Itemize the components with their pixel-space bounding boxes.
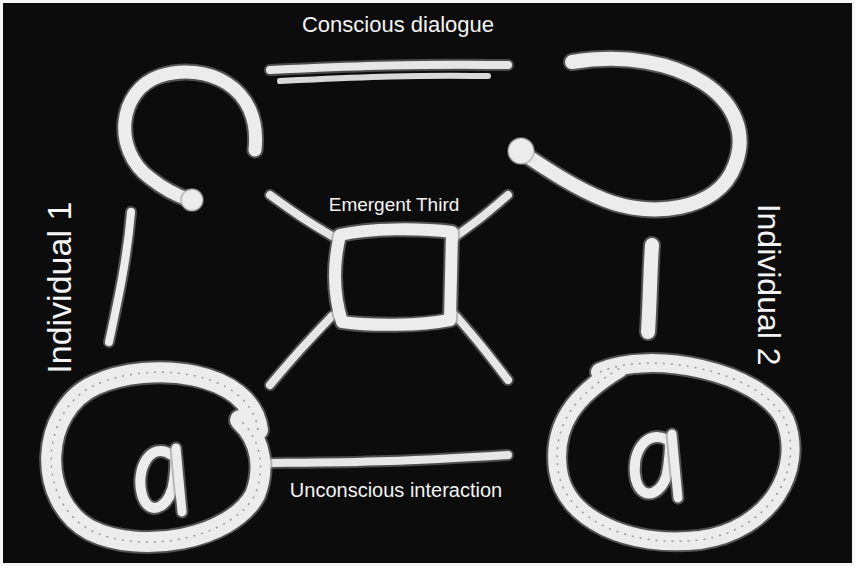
connector-line bbox=[270, 65, 508, 70]
chalkboard bbox=[3, 3, 852, 563]
connector-line bbox=[270, 455, 508, 463]
brush-shadow bbox=[456, 195, 508, 236]
brush-stroke bbox=[140, 451, 175, 508]
brush-connector bbox=[270, 455, 508, 463]
brush-shadow bbox=[125, 72, 256, 200]
brush-stroke bbox=[557, 363, 791, 541]
connector-line bbox=[456, 316, 508, 380]
brush-connector bbox=[456, 195, 508, 236]
brush-shadow bbox=[456, 316, 508, 380]
brush-shadow bbox=[270, 316, 332, 385]
node-label: Emergent Third bbox=[329, 195, 460, 216]
brush-shadow bbox=[270, 195, 332, 236]
connector-line bbox=[270, 316, 332, 385]
brush-shadow bbox=[648, 245, 652, 332]
brush-shadow bbox=[635, 437, 670, 493]
brush-shadow bbox=[335, 229, 452, 324]
brush-shadow bbox=[51, 372, 260, 542]
brush-shadow bbox=[270, 455, 508, 463]
connector-line bbox=[456, 195, 508, 236]
brush-connector bbox=[456, 316, 508, 380]
individual-figure: Individual 1 bbox=[40, 45, 270, 545]
connector-line bbox=[270, 195, 332, 236]
brush-connector bbox=[270, 316, 332, 385]
brush-shadow bbox=[176, 448, 182, 512]
emergent-third-square: Emergent Third bbox=[332, 224, 456, 328]
individual-figure: Individual 2 bbox=[508, 45, 800, 548]
brush-shadow bbox=[140, 451, 175, 508]
node-label: Individual 1 bbox=[41, 202, 78, 374]
brush-shadow bbox=[524, 59, 740, 209]
brush-shadow bbox=[557, 363, 791, 541]
brush-dot bbox=[508, 138, 534, 164]
brush-dot bbox=[181, 189, 203, 211]
connector-label: Unconscious interaction bbox=[290, 479, 502, 501]
brush-stroke bbox=[672, 434, 678, 498]
brush-stroke bbox=[635, 437, 670, 493]
brush-connector bbox=[270, 65, 508, 81]
brush-stroke bbox=[125, 72, 256, 200]
brush-stroke bbox=[176, 448, 182, 512]
connector-second-stroke bbox=[280, 76, 488, 81]
node-label: Individual 2 bbox=[750, 204, 785, 366]
brush-stroke bbox=[648, 245, 652, 332]
brush-outline bbox=[332, 224, 456, 328]
brush-bristles bbox=[51, 372, 260, 542]
brush-shadow bbox=[270, 65, 508, 70]
connector-label: Conscious dialogue bbox=[302, 13, 494, 37]
brush-bristles bbox=[557, 363, 791, 541]
brush-stroke bbox=[109, 212, 131, 342]
brush-stroke bbox=[335, 229, 452, 324]
brush-stroke bbox=[524, 59, 740, 209]
brush-stroke bbox=[51, 372, 260, 542]
brush-connector bbox=[270, 195, 332, 236]
brush-shadow bbox=[109, 212, 131, 342]
brush-shadow bbox=[672, 434, 678, 498]
